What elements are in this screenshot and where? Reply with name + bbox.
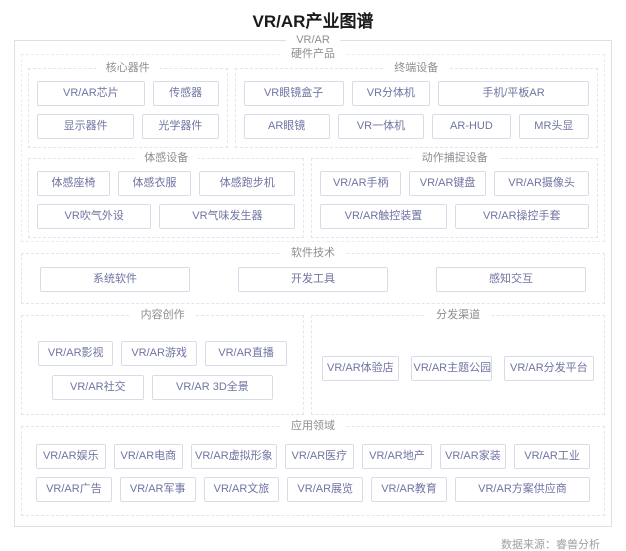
industry-map-page: VR/AR产业图谱 VR/AR 硬件产品 核心器件 VR/AR芯片 传感器 显示… [0, 7, 626, 551]
item-box: VR/AR主题公园 [410, 355, 492, 381]
item-box: VR分体机 [351, 81, 431, 106]
item-box: VR/AR工业 [514, 444, 591, 469]
item-box: VR/AR游戏 [121, 341, 197, 366]
item-box: VR/AR键盘 [409, 171, 487, 196]
vr-ar-root-box: VR/AR 硬件产品 核心器件 VR/AR芯片 传感器 显示器件 光学器件 [14, 33, 612, 527]
item-box: VR/AR操控手套 [454, 204, 589, 229]
subsection-core-components: 核心器件 VR/AR芯片 传感器 显示器件 光学器件 [28, 61, 228, 148]
distribution-channels-label: 分发渠道 [426, 308, 491, 323]
item-box: VR/AR触控装置 [320, 204, 447, 229]
item-box: VR/AR 3D全景 [151, 375, 274, 400]
data-source: 数据来源：睿兽分析 [501, 539, 600, 551]
subsection-motion-capture-devices: 动作捕捉设备 VR/AR手柄 VR/AR键盘 VR/AR摄像头 VR/AR触控装… [311, 151, 598, 238]
item-box: 传感器 [152, 81, 219, 106]
motion-capture-devices-label: 动作捕捉设备 [411, 151, 498, 166]
item-box: 显示器件 [37, 114, 135, 139]
section-hardware-label: 硬件产品 [281, 47, 345, 62]
item-box: VR/AR娱乐 [36, 444, 106, 469]
item-box: VR/AR家装 [439, 444, 507, 469]
item-box: VR/AR影视 [38, 341, 114, 366]
item-box: AR眼镜 [243, 114, 330, 139]
middle-sections: 内容创作 VR/AR影视 VR/AR游戏 VR/AR直播 VR/AR社交 VR/… [21, 308, 605, 415]
page-title: VR/AR产业图谱 [252, 12, 374, 31]
item-box: AR-HUD [432, 114, 511, 139]
item-box: VR气味发生器 [159, 204, 296, 229]
subsection-terminal-devices: 终端设备 VR眼镜盒子 VR分体机 手机/平板AR AR眼镜 VR一体机 AR-… [234, 61, 598, 148]
item-box: 系统软件 [40, 267, 190, 292]
item-box: VR/AR社交 [52, 375, 144, 400]
item-box: VR/AR地产 [362, 444, 432, 469]
item-box: VR/AR虚拟形象 [191, 444, 277, 469]
item-box: VR一体机 [337, 114, 425, 139]
item-box: 光学器件 [142, 114, 219, 139]
item-box: 感知交互 [436, 267, 586, 292]
item-box: VR/AR分发平台 [503, 355, 594, 381]
content-creation-label: 内容创作 [130, 308, 195, 323]
item-box: VR/AR文旅 [203, 477, 280, 502]
item-box: 体感衣服 [118, 171, 191, 196]
terminal-devices-label: 终端设备 [384, 61, 449, 76]
item-box: 体感跑步机 [199, 171, 296, 196]
subsection-somatosensory-devices: 体感设备 体感座椅 体感衣服 体感跑步机 VR吹气外设 VR气味发生器 [28, 151, 305, 238]
item-box: VR/AR军事 [119, 477, 196, 502]
item-box: 开发工具 [238, 267, 388, 292]
item-box: VR/AR摄像头 [494, 171, 589, 196]
software-technology-label: 软件技术 [281, 246, 345, 261]
hardware-row-bottom: 体感设备 体感座椅 体感衣服 体感跑步机 VR吹气外设 VR气味发生器 动作捕捉… [28, 151, 598, 238]
somatosensory-devices-label: 体感设备 [134, 151, 199, 166]
item-box: VR/AR展览 [287, 477, 364, 502]
item-box: VR/AR方案供应商 [454, 477, 590, 502]
section-content-creation: 内容创作 VR/AR影视 VR/AR游戏 VR/AR直播 VR/AR社交 VR/… [21, 308, 305, 415]
item-box: VR/AR直播 [204, 341, 288, 366]
hardware-row-top: 核心器件 VR/AR芯片 传感器 显示器件 光学器件 终端设备 VR眼镜盒子 V… [28, 61, 598, 148]
item-box: VR吹气外设 [37, 204, 152, 229]
item-box: 体感座椅 [37, 171, 110, 196]
item-box: VR/AR手柄 [320, 171, 402, 196]
item-box: MR头显 [518, 114, 589, 139]
item-box: VR/AR医疗 [284, 444, 355, 469]
item-box: 手机/平板AR [438, 81, 589, 106]
item-box: VR/AR电商 [113, 444, 184, 469]
section-application-fields: 应用领域 VR/AR娱乐 VR/AR电商 VR/AR虚拟形象 VR/AR医疗 V… [21, 419, 605, 516]
core-components-label: 核心器件 [95, 61, 160, 76]
section-software-technology: 软件技术 系统软件 开发工具 感知交互 [21, 246, 605, 304]
root-label: VR/AR [286, 33, 340, 48]
item-box: VR/AR体验店 [322, 355, 399, 381]
section-hardware: 硬件产品 核心器件 VR/AR芯片 传感器 显示器件 光学器件 终端设备 [21, 47, 605, 242]
application-fields-label: 应用领域 [281, 419, 345, 434]
item-box: VR/AR教育 [371, 477, 447, 502]
item-box: VR眼镜盒子 [243, 81, 344, 106]
section-distribution-channels: 分发渠道 VR/AR体验店 VR/AR主题公园 VR/AR分发平台 [311, 308, 605, 415]
item-box: VR/AR广告 [36, 477, 112, 502]
item-box: VR/AR芯片 [37, 81, 145, 106]
